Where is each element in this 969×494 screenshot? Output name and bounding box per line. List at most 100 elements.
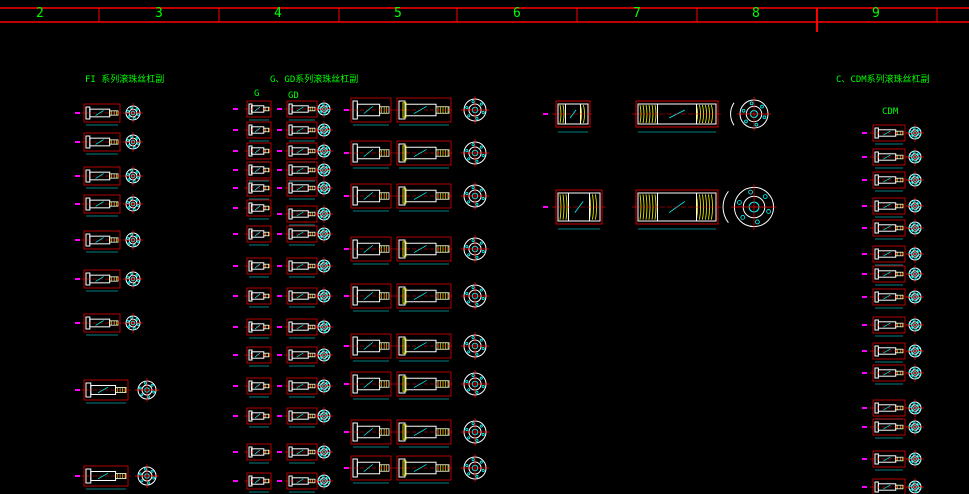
g-nut-side-view	[244, 100, 274, 121]
cdm-nut-side-view	[870, 316, 908, 337]
large-nut-side-view-b	[394, 283, 454, 312]
gd-nut-side-view	[284, 443, 320, 464]
fi-nut-side-view	[81, 166, 123, 189]
large-nut-end-view	[461, 235, 489, 263]
gd-nut-end-view	[315, 472, 333, 490]
gd-nut-end-view	[315, 257, 333, 275]
g-nut-side-view	[244, 257, 274, 278]
ruler-label-8: 8	[752, 6, 760, 21]
g-nut-side-view	[244, 287, 274, 308]
double-nut-end-view	[722, 184, 777, 230]
cdm-nut-side-view	[870, 245, 908, 266]
cdm-nut-end-view	[906, 148, 924, 166]
gd-nut-side-view	[284, 225, 320, 246]
c-cdm-series-title: C、CDM系列滚珠丝杠副	[836, 75, 930, 85]
g-nut-side-view	[244, 318, 274, 339]
cdm-subtitle: CDM	[882, 107, 899, 117]
gd-nut-end-view	[315, 225, 333, 243]
gd-nut-side-view	[284, 179, 320, 200]
double-nut-end-view	[730, 97, 771, 131]
gd-nut-side-view	[284, 472, 320, 493]
fi-nut-end-view	[135, 378, 159, 402]
fi-nut-side-view	[81, 132, 123, 155]
large-nut-side-view-a	[348, 97, 394, 126]
cdm-nut-end-view	[906, 316, 924, 334]
gd-nut-side-view	[284, 161, 320, 182]
large-nut-end-view	[461, 454, 489, 482]
gd-nut-side-view	[284, 318, 320, 339]
cdm-nut-end-view	[906, 288, 924, 306]
gd-nut-end-view	[315, 346, 333, 364]
large-nut-end-view	[461, 282, 489, 310]
cdm-nut-side-view	[870, 197, 908, 218]
large-nut-side-view-b	[394, 371, 454, 400]
gd-nut-end-view	[315, 179, 333, 197]
cdm-nut-end-view	[906, 399, 924, 417]
g-nut-side-view	[244, 472, 274, 493]
large-nut-side-view-b	[394, 419, 454, 448]
g-subtitle: G	[254, 89, 260, 99]
large-nut-side-view-a	[348, 371, 394, 400]
large-nut-end-view	[461, 139, 489, 167]
gd-nut-end-view	[315, 287, 333, 305]
large-nut-side-view-b	[394, 183, 454, 212]
cdm-nut-end-view	[906, 418, 924, 436]
gd-nut-end-view	[315, 443, 333, 461]
cdm-nut-end-view	[906, 124, 924, 142]
fi-nut-end-view	[123, 166, 143, 186]
ruler-label-6: 6	[513, 6, 521, 21]
ruler-strip: 2 3 4 5 6 7 8 9	[0, 0, 969, 32]
g-nut-side-view	[244, 161, 274, 182]
gd-nut-side-view	[284, 287, 320, 308]
gd-nut-end-view	[315, 161, 333, 179]
g-nut-side-view	[244, 179, 274, 200]
gd-nut-side-view	[284, 205, 320, 226]
cdm-nut-end-view	[906, 245, 924, 263]
cdm-nut-end-view	[906, 478, 924, 494]
cdm-nut-end-view	[906, 342, 924, 360]
fi-series-title: FI 系列滚珠丝杠副	[85, 75, 165, 85]
g-nut-side-view	[244, 346, 274, 367]
g-nut-side-view	[244, 199, 274, 220]
ruler-label-4: 4	[274, 6, 282, 21]
double-nut-side-view-a	[552, 100, 594, 133]
g-nut-side-view	[244, 377, 274, 398]
cdm-nut-side-view	[870, 364, 908, 385]
cdm-nut-side-view	[870, 124, 908, 145]
gd-nut-side-view	[284, 377, 320, 398]
large-nut-side-view-b	[394, 236, 454, 265]
ruler-label-2: 2	[36, 6, 44, 21]
cdm-nut-end-view	[906, 219, 924, 237]
fi-nut-end-view	[123, 194, 143, 214]
fi-nut-end-view	[123, 230, 143, 250]
gd-nut-side-view	[284, 121, 320, 142]
gd-nut-end-view	[315, 100, 333, 118]
cdm-nut-side-view	[870, 148, 908, 169]
large-nut-side-view-b	[394, 333, 454, 362]
ruler-label-3: 3	[155, 6, 163, 21]
gd-nut-end-view	[315, 318, 333, 336]
cdm-nut-side-view	[870, 265, 908, 286]
cdm-nut-side-view	[870, 399, 908, 420]
gd-nut-side-view	[284, 142, 320, 163]
fi-nut-side-view	[81, 313, 123, 336]
fi-nut-side-view	[81, 103, 123, 126]
large-nut-end-view	[461, 96, 489, 124]
ruler-label-5: 5	[394, 6, 402, 21]
large-nut-side-view-b	[394, 455, 454, 484]
fi-nut-side-view	[81, 465, 131, 490]
ruler-label-9: 9	[872, 6, 880, 21]
large-nut-end-view	[461, 332, 489, 360]
gd-nut-side-view	[284, 407, 320, 428]
gd-nut-end-view	[315, 121, 333, 139]
fi-nut-side-view	[81, 269, 123, 292]
large-nut-side-view-a	[348, 140, 394, 169]
gd-nut-end-view	[315, 377, 333, 395]
gd-subtitle: GD	[288, 91, 299, 101]
fi-nut-end-view	[123, 313, 143, 333]
fi-nut-end-view	[123, 269, 143, 289]
large-nut-side-view-a	[348, 236, 394, 265]
cdm-nut-side-view	[870, 171, 908, 192]
gd-nut-side-view	[284, 346, 320, 367]
